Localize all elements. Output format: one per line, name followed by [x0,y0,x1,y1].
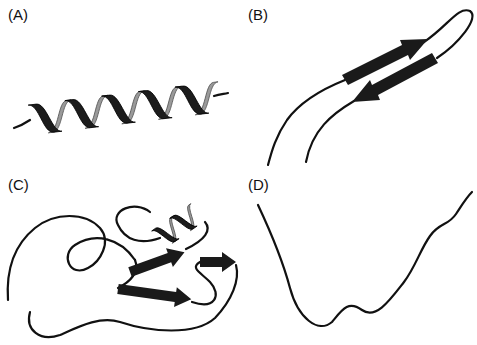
beta-strand [200,252,236,272]
coil-loop [116,207,160,241]
panel-label: (C) [8,176,29,194]
helix-tail [14,120,30,128]
hairpin-loop [424,10,472,58]
panel-label: (A) [8,6,28,24]
alpha-helix [28,82,222,135]
coil-tail [306,101,354,162]
helix-front [175,83,209,116]
panel-label: (B) [248,6,268,24]
helix-front [152,221,179,249]
helix-front [138,88,172,121]
coil-loop [192,262,216,304]
random-coil [258,192,472,326]
helix-front [28,101,62,134]
beta-strand [127,243,188,282]
coil-tail [268,80,345,165]
helix-front [170,208,197,236]
beta-strand [352,53,438,102]
helix-tail [214,93,228,96]
helix-front [102,92,136,125]
panel-label: (D) [248,176,269,194]
coil-loop [8,216,135,300]
beta-strand [117,279,193,309]
helix-front [65,97,99,130]
coil-lines [8,10,473,337]
alpha-helix [152,204,204,249]
